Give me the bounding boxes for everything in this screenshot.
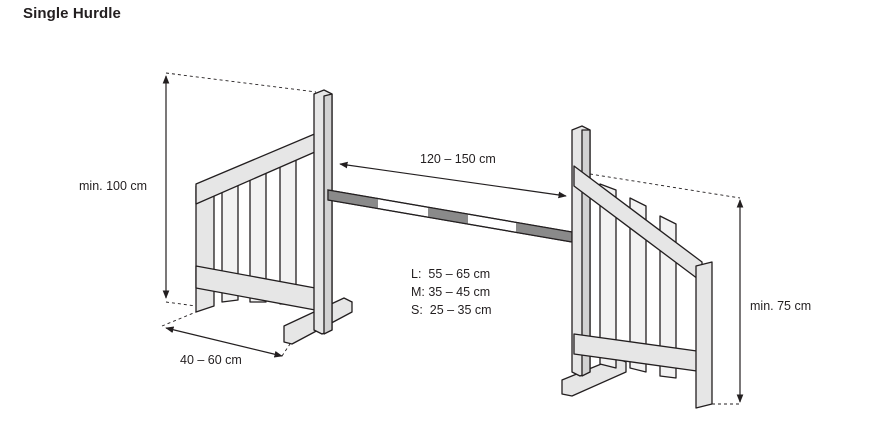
right-wing	[561, 125, 713, 409]
dimension-lines	[161, 72, 744, 405]
left-wing	[195, 89, 353, 345]
label-size-l: L: 55 – 65 cm	[411, 267, 490, 281]
hurdle-pole	[327, 189, 573, 243]
right-short-post	[695, 261, 713, 409]
label-size-m: M: 35 – 45 cm	[411, 285, 490, 299]
diagram-title: Single Hurdle	[23, 5, 121, 22]
label-width: 120 – 150 cm	[420, 152, 496, 166]
label-height-right: min. 75 cm	[750, 299, 811, 313]
label-depth: 40 – 60 cm	[180, 353, 242, 367]
label-height-left: min. 100 cm	[79, 179, 147, 193]
label-size-s: S: 25 – 35 cm	[411, 303, 492, 317]
